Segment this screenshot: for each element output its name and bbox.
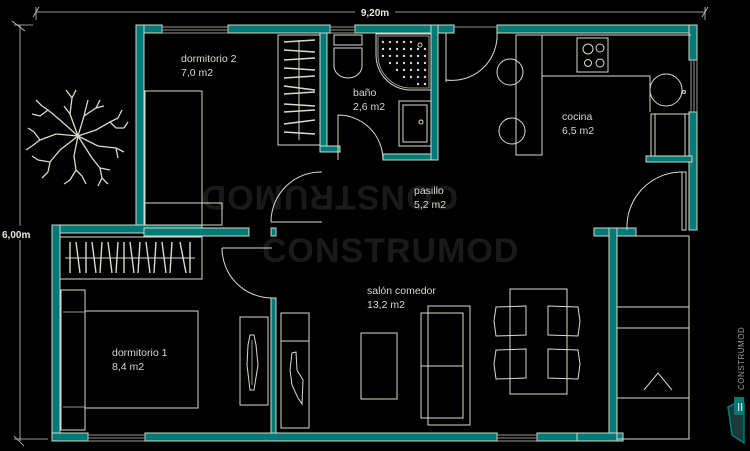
room-dormitorio-2: dormitorio 2 7,0 m2 <box>144 34 321 226</box>
dresser <box>239 316 269 406</box>
kitchen-sink <box>649 73 683 107</box>
cooktop <box>576 37 609 73</box>
stool <box>498 117 526 145</box>
room-area: 6,5 m2 <box>562 125 594 137</box>
dining-table <box>493 288 581 395</box>
sofa <box>420 305 471 426</box>
room-area: 8,4 m2 <box>112 361 144 373</box>
room-dormitorio-1: dormitorio 1 8,4 m2 <box>59 236 269 431</box>
room-area: 2,6 m2 <box>353 101 385 113</box>
entry-arrow-icon <box>643 372 673 391</box>
room-area: 7,0 m2 <box>181 67 213 79</box>
dimension-height-label: 6,00m <box>2 230 30 241</box>
dimension-width: 9,20m <box>32 4 709 20</box>
room-area: 5,2 m2 <box>414 199 446 211</box>
bathroom-sink <box>398 100 432 147</box>
room-pasillo: pasillo 5,2 m2 <box>414 185 446 211</box>
room-name: dormitorio 1 <box>112 347 168 359</box>
room-name: pasillo <box>414 185 444 197</box>
room-name: dormitorio 2 <box>181 53 237 65</box>
room-name: salón comedor <box>367 285 436 297</box>
room-name: baño <box>353 87 377 99</box>
walls <box>51 24 698 442</box>
brand-name: CONSTRUMOD <box>737 327 746 390</box>
room-name: cocina <box>562 111 593 123</box>
toilet <box>333 34 363 79</box>
construmod-logo-icon <box>727 397 745 445</box>
shower <box>375 33 432 91</box>
nightstand <box>144 202 223 226</box>
tree-icon <box>25 89 129 187</box>
room-salon-comedor: salón comedor 13,2 m2 <box>280 285 581 429</box>
coffee-table <box>360 332 398 400</box>
wardrobe <box>277 34 321 146</box>
entry-steps <box>616 235 690 440</box>
dimension-height: 6,00m <box>0 20 48 447</box>
doors <box>221 32 687 299</box>
bed <box>60 289 199 431</box>
watermark: CONSTRUMOD <box>262 232 519 270</box>
room-area: 13,2 m2 <box>367 299 405 311</box>
room-cocina: cocina 6,5 m2 <box>496 34 691 157</box>
wardrobe <box>59 236 203 280</box>
bed <box>144 90 203 226</box>
tv-cabinet <box>280 312 310 429</box>
fridge <box>650 113 690 157</box>
stool <box>496 58 524 86</box>
dimension-width-label: 9,20m <box>361 8 389 19</box>
watermark-mirrored: CONSTRUMOD <box>201 178 458 216</box>
room-bano: baño 2,6 m2 <box>333 33 432 147</box>
